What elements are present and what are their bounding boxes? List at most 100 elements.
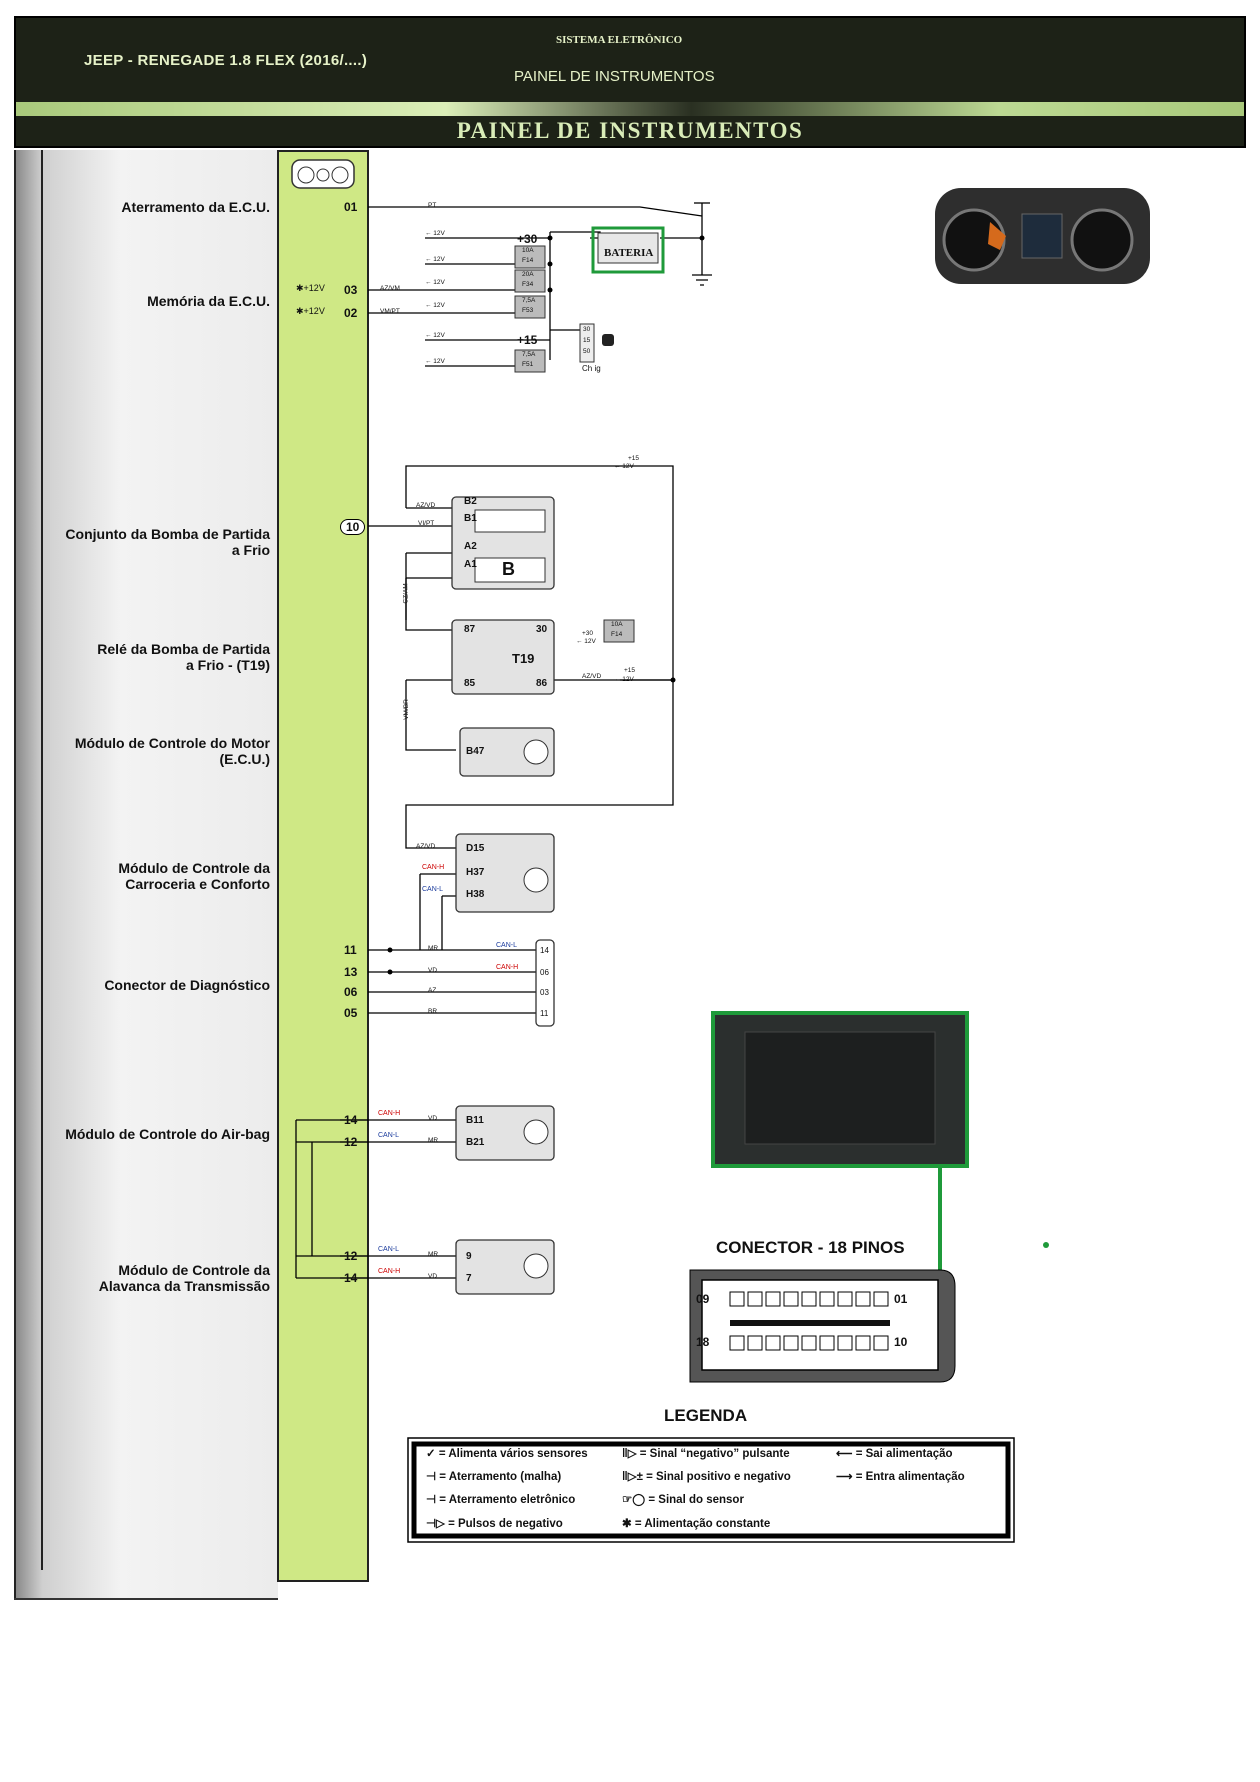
pump-b2: B2 (464, 496, 477, 507)
relay-30: 30 (536, 624, 548, 635)
airbag-b21: B21 (466, 1137, 485, 1148)
pump-supply-12v: ← 12V (614, 463, 634, 470)
wire-mr-airbag: MR (428, 1137, 439, 1144)
bcm-h38: H38 (466, 889, 485, 900)
connector-pin-cell (837, 1335, 853, 1351)
connector-pin-10: 10 (894, 1335, 908, 1349)
fuse-2-id: F34 (522, 281, 534, 288)
trans-9: 9 (466, 1251, 472, 1262)
header-subtitle: PAINEL DE INSTRUMENTOS (514, 68, 715, 85)
connector-photo (711, 1011, 969, 1168)
relay-t19: T19 (512, 651, 535, 666)
supply-12v-1: ← 12V (425, 230, 445, 237)
legend-alimenta: ✓ = Alimenta vários sensores (426, 1448, 588, 1460)
ecu-module (459, 727, 555, 777)
ignition-30: 30 (583, 326, 591, 333)
diag-connector (535, 939, 555, 1027)
can-l-bcm: CAN-L (422, 886, 444, 893)
label-modulo-airbag: Módulo de Controle do Air-bag (65, 1126, 270, 1142)
diag-pin-14: 14 (540, 946, 549, 955)
bcm-h37: H37 (466, 867, 485, 878)
connector-pin-cell (729, 1291, 745, 1307)
fuse-1-amp: 10A (522, 247, 534, 254)
supply-12v-6: ← 12V (425, 358, 445, 365)
fuse-5-amp: 10A (611, 621, 623, 628)
legend-negativo-pulsante: ‖▷ = Sinal “negativo” pulsante (622, 1448, 790, 1460)
wire-vmbr: VM/BR (402, 699, 410, 720)
wire-azvm: AZ/VM (380, 285, 400, 292)
connector-title: CONECTOR - 18 PINOS (716, 1238, 905, 1257)
supply-12v-4: ← 12V (425, 302, 445, 309)
pin-01: 01 (344, 200, 358, 214)
relay-86-12v: ← 12V (614, 676, 634, 683)
pin-10: 10 (340, 519, 366, 535)
fuse-3-amp: 7,5A (522, 297, 536, 304)
fuse-5-id: F14 (611, 631, 623, 638)
connector-pin-01: 01 (894, 1292, 908, 1306)
connector-pin-cell (819, 1291, 835, 1307)
diag-pin-11: 11 (540, 1009, 549, 1018)
ecu-b47: B47 (466, 746, 485, 757)
ignition-label: Ch ig (582, 364, 601, 373)
label-aterramento: Aterramento da E.C.U. (121, 199, 270, 215)
bus-plus15: +15 (517, 333, 538, 347)
pin-12a: 12 (344, 1135, 358, 1149)
bus-plus30: +30 (517, 232, 538, 246)
connector-pin-cell (729, 1335, 745, 1351)
legend-pulsos-negativo: ⊣▷ = Pulsos de negativo (426, 1518, 563, 1530)
connector-pin-cell (801, 1291, 817, 1307)
supply-12v-5: ← 12V (425, 332, 445, 339)
pin-02: 02 (344, 306, 358, 320)
cluster-icon (291, 159, 355, 189)
connector-pin-cell (819, 1335, 835, 1351)
fuse-4-id: F51 (522, 361, 534, 368)
fuse-2-amp: 20A (522, 271, 534, 278)
can-h-diag: CAN-H (496, 964, 519, 971)
supply-12v-3: ← 12V (425, 279, 445, 286)
wire-vipt: VI/PT (418, 520, 435, 527)
wire-azvd-relay: AZ/VD (582, 673, 602, 680)
wire-mr-trans: MR (428, 1251, 439, 1258)
wire-vd-trans: VD (428, 1273, 438, 1280)
pin-13: 13 (344, 965, 358, 979)
left-strip (14, 150, 278, 1600)
page-title: PAINEL DE INSTRUMENTOS (456, 118, 804, 143)
bcm-module (455, 833, 555, 913)
pin-row (729, 1291, 889, 1351)
can-h-airbag: CAN-H (378, 1110, 401, 1117)
legend-box (407, 1437, 1015, 1543)
connector-pin-18: 18 (696, 1335, 710, 1349)
connector-pin-cell (855, 1335, 871, 1351)
connector-18-pins (689, 1269, 956, 1383)
relay-supply-12v: ← 12V (576, 638, 596, 645)
relay-86: 86 (536, 678, 548, 689)
pump-b1: B1 (464, 513, 477, 524)
airbag-b11: B11 (466, 1115, 484, 1126)
wire-br-05: BR (428, 1008, 438, 1015)
pump-supply-plus15: +15 (628, 455, 640, 462)
wire-czam: CZ/AM (402, 583, 410, 604)
relay-87: 87 (464, 624, 476, 635)
connector-pin-cell (783, 1335, 799, 1351)
pin-11: 11 (344, 943, 357, 957)
connector-pin-cell (765, 1335, 781, 1351)
wire-vd-airbag: VD (428, 1115, 438, 1122)
transmission-module (455, 1239, 555, 1295)
fuse-4-amp: 7,5A (522, 351, 536, 358)
relay-t19 (451, 619, 555, 695)
pin-12b: 12 (344, 1249, 358, 1263)
wire-pt: PT (428, 202, 437, 209)
connector-pin-cell (783, 1291, 799, 1307)
header-banner: JEEP - RENEGADE 1.8 FLEX (2016/....) SIS… (14, 16, 1246, 148)
can-l-trans: CAN-L (378, 1246, 400, 1253)
constant-supply-03: ✱+12V (296, 283, 325, 293)
pin-14b: 14 (344, 1271, 358, 1285)
legend-entra-alimentacao: ⟶ = Entra alimentação (836, 1471, 965, 1483)
pump-a2: A2 (464, 541, 477, 552)
left-strip-line (41, 150, 43, 1570)
wire-mr-11: MR (428, 945, 439, 952)
legend-alimentacao-constante: ✱ = Alimentação constante (622, 1518, 771, 1530)
